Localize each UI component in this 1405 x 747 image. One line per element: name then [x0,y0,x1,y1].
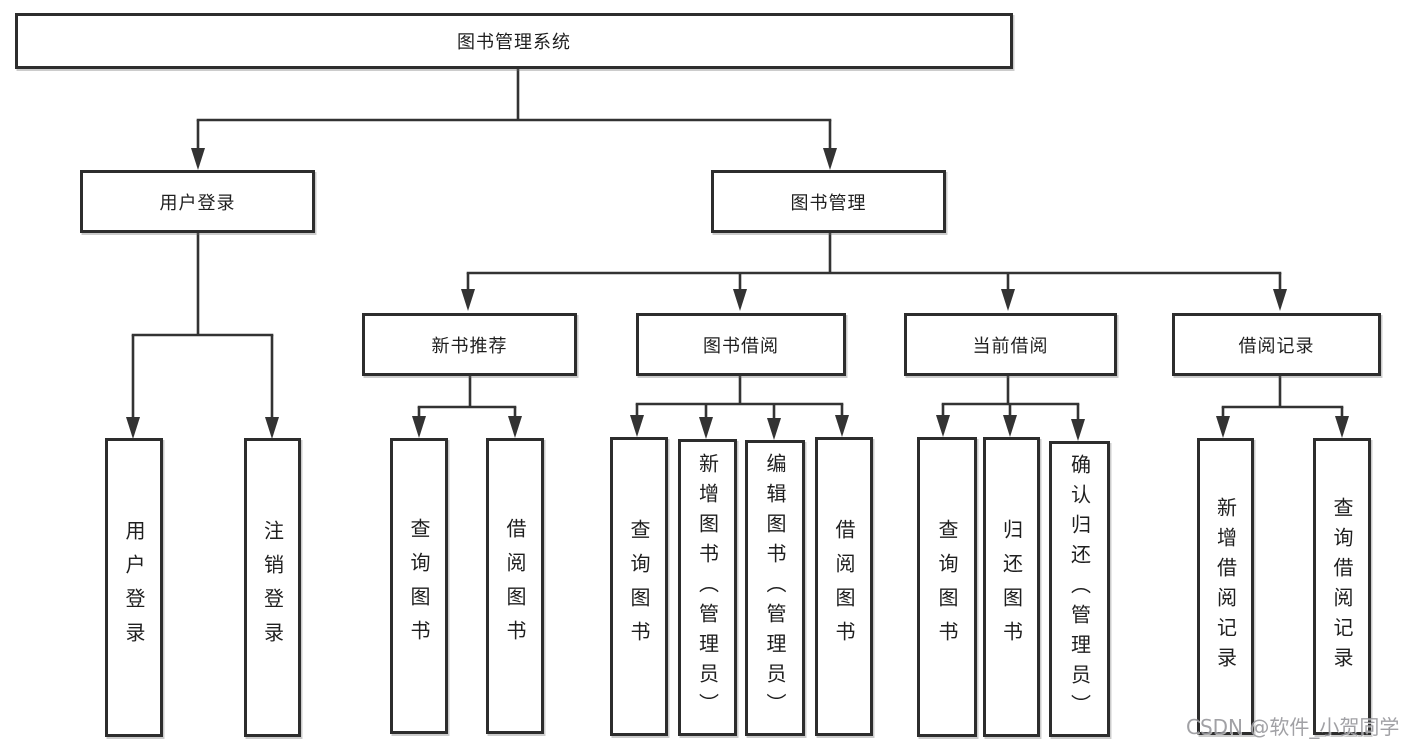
node-root-label: 图书管理系统 [457,32,571,53]
arrow-leaf-logout [265,417,279,439]
node-leaf-query-book-1-label: 查询图书 [407,518,431,654]
node-new-book-rec: 新书推荐 [362,313,577,376]
arrow-add-record [1216,416,1230,438]
node-book-borrow: 图书借阅 [636,313,846,376]
node-current-borrow: 当前借阅 [904,313,1117,376]
node-leaf-query-book-3-label: 查询图书 [935,519,959,655]
arrow-book-mgmt [823,148,837,170]
arrow-leaf-user-login [126,417,140,439]
node-root: 图书管理系统 [15,13,1013,69]
arrow-borrow-book-2 [835,415,849,437]
node-leaf-query-book-2: 查询图书 [610,437,668,736]
node-leaf-add-record: 新增借阅记录 [1197,438,1254,735]
arrow-user-login [191,148,205,170]
node-leaf-user-login: 用户登录 [105,438,163,737]
node-leaf-add-record-label: 新增借阅记录 [1213,496,1238,677]
arrow-query-book-3 [936,415,950,437]
node-leaf-borrow-book-2-label: 借阅图书 [832,518,856,655]
node-book-borrow-label: 图书借阅 [703,335,779,357]
csdn-watermark: CSDN @软件_小贺同学 [1186,715,1400,739]
arrow-query-book-1 [412,416,426,438]
arrow-current-borrow [1001,289,1015,311]
node-leaf-edit-book: 编辑图书（管理员） [745,440,805,736]
arrow-query-record [1335,416,1349,438]
arrow-query-book-2 [630,415,644,437]
node-book-mgmt-label: 图书管理 [790,192,867,214]
node-leaf-borrow-book-2: 借阅图书 [815,437,873,736]
node-leaf-add-book-label: 新增图书（管理员） [695,452,720,723]
arrow-borrow-records [1273,289,1287,311]
node-leaf-logout-label: 注销登录 [260,519,285,656]
node-leaf-logout: 注销登录 [244,438,301,737]
node-leaf-borrow-book-1: 借阅图书 [486,438,544,734]
arrow-confirm-return [1071,419,1085,441]
node-leaf-confirm-return-label: 确认归还（管理员） [1067,454,1092,724]
arrow-new-book-rec [461,289,475,311]
node-leaf-confirm-return: 确认归还（管理员） [1049,441,1110,737]
node-borrow-records-label: 借阅记录 [1238,335,1315,357]
node-leaf-add-book: 新增图书（管理员） [678,439,737,736]
node-leaf-return-book-label: 归还图书 [999,519,1024,655]
arrow-borrow-book-1 [508,416,522,438]
node-leaf-return-book: 归还图书 [983,437,1040,737]
arrow-edit-book [767,418,781,440]
node-borrow-records: 借阅记录 [1172,313,1381,376]
node-user-login: 用户登录 [80,170,315,233]
node-leaf-query-book-3: 查询图书 [917,437,977,737]
node-leaf-query-book-2-label: 查询图书 [627,518,651,655]
node-leaf-edit-book-label: 编辑图书（管理员） [763,453,787,723]
node-current-borrow-label: 当前借阅 [972,335,1049,357]
node-leaf-query-book-1: 查询图书 [390,438,448,734]
node-leaf-borrow-book-1-label: 借阅图书 [503,518,527,654]
node-leaf-query-record-label: 查询借阅记录 [1330,496,1354,677]
arrow-book-borrow [733,289,747,311]
node-new-book-rec-label: 新书推荐 [431,335,508,357]
node-leaf-user-login-label: 用户登录 [122,519,146,656]
arrow-return-book [1003,415,1017,437]
arrow-add-book [699,417,713,439]
node-user-login-label: 用户登录 [159,192,236,214]
node-leaf-query-record: 查询借阅记录 [1313,438,1371,735]
node-book-mgmt: 图书管理 [711,170,946,233]
